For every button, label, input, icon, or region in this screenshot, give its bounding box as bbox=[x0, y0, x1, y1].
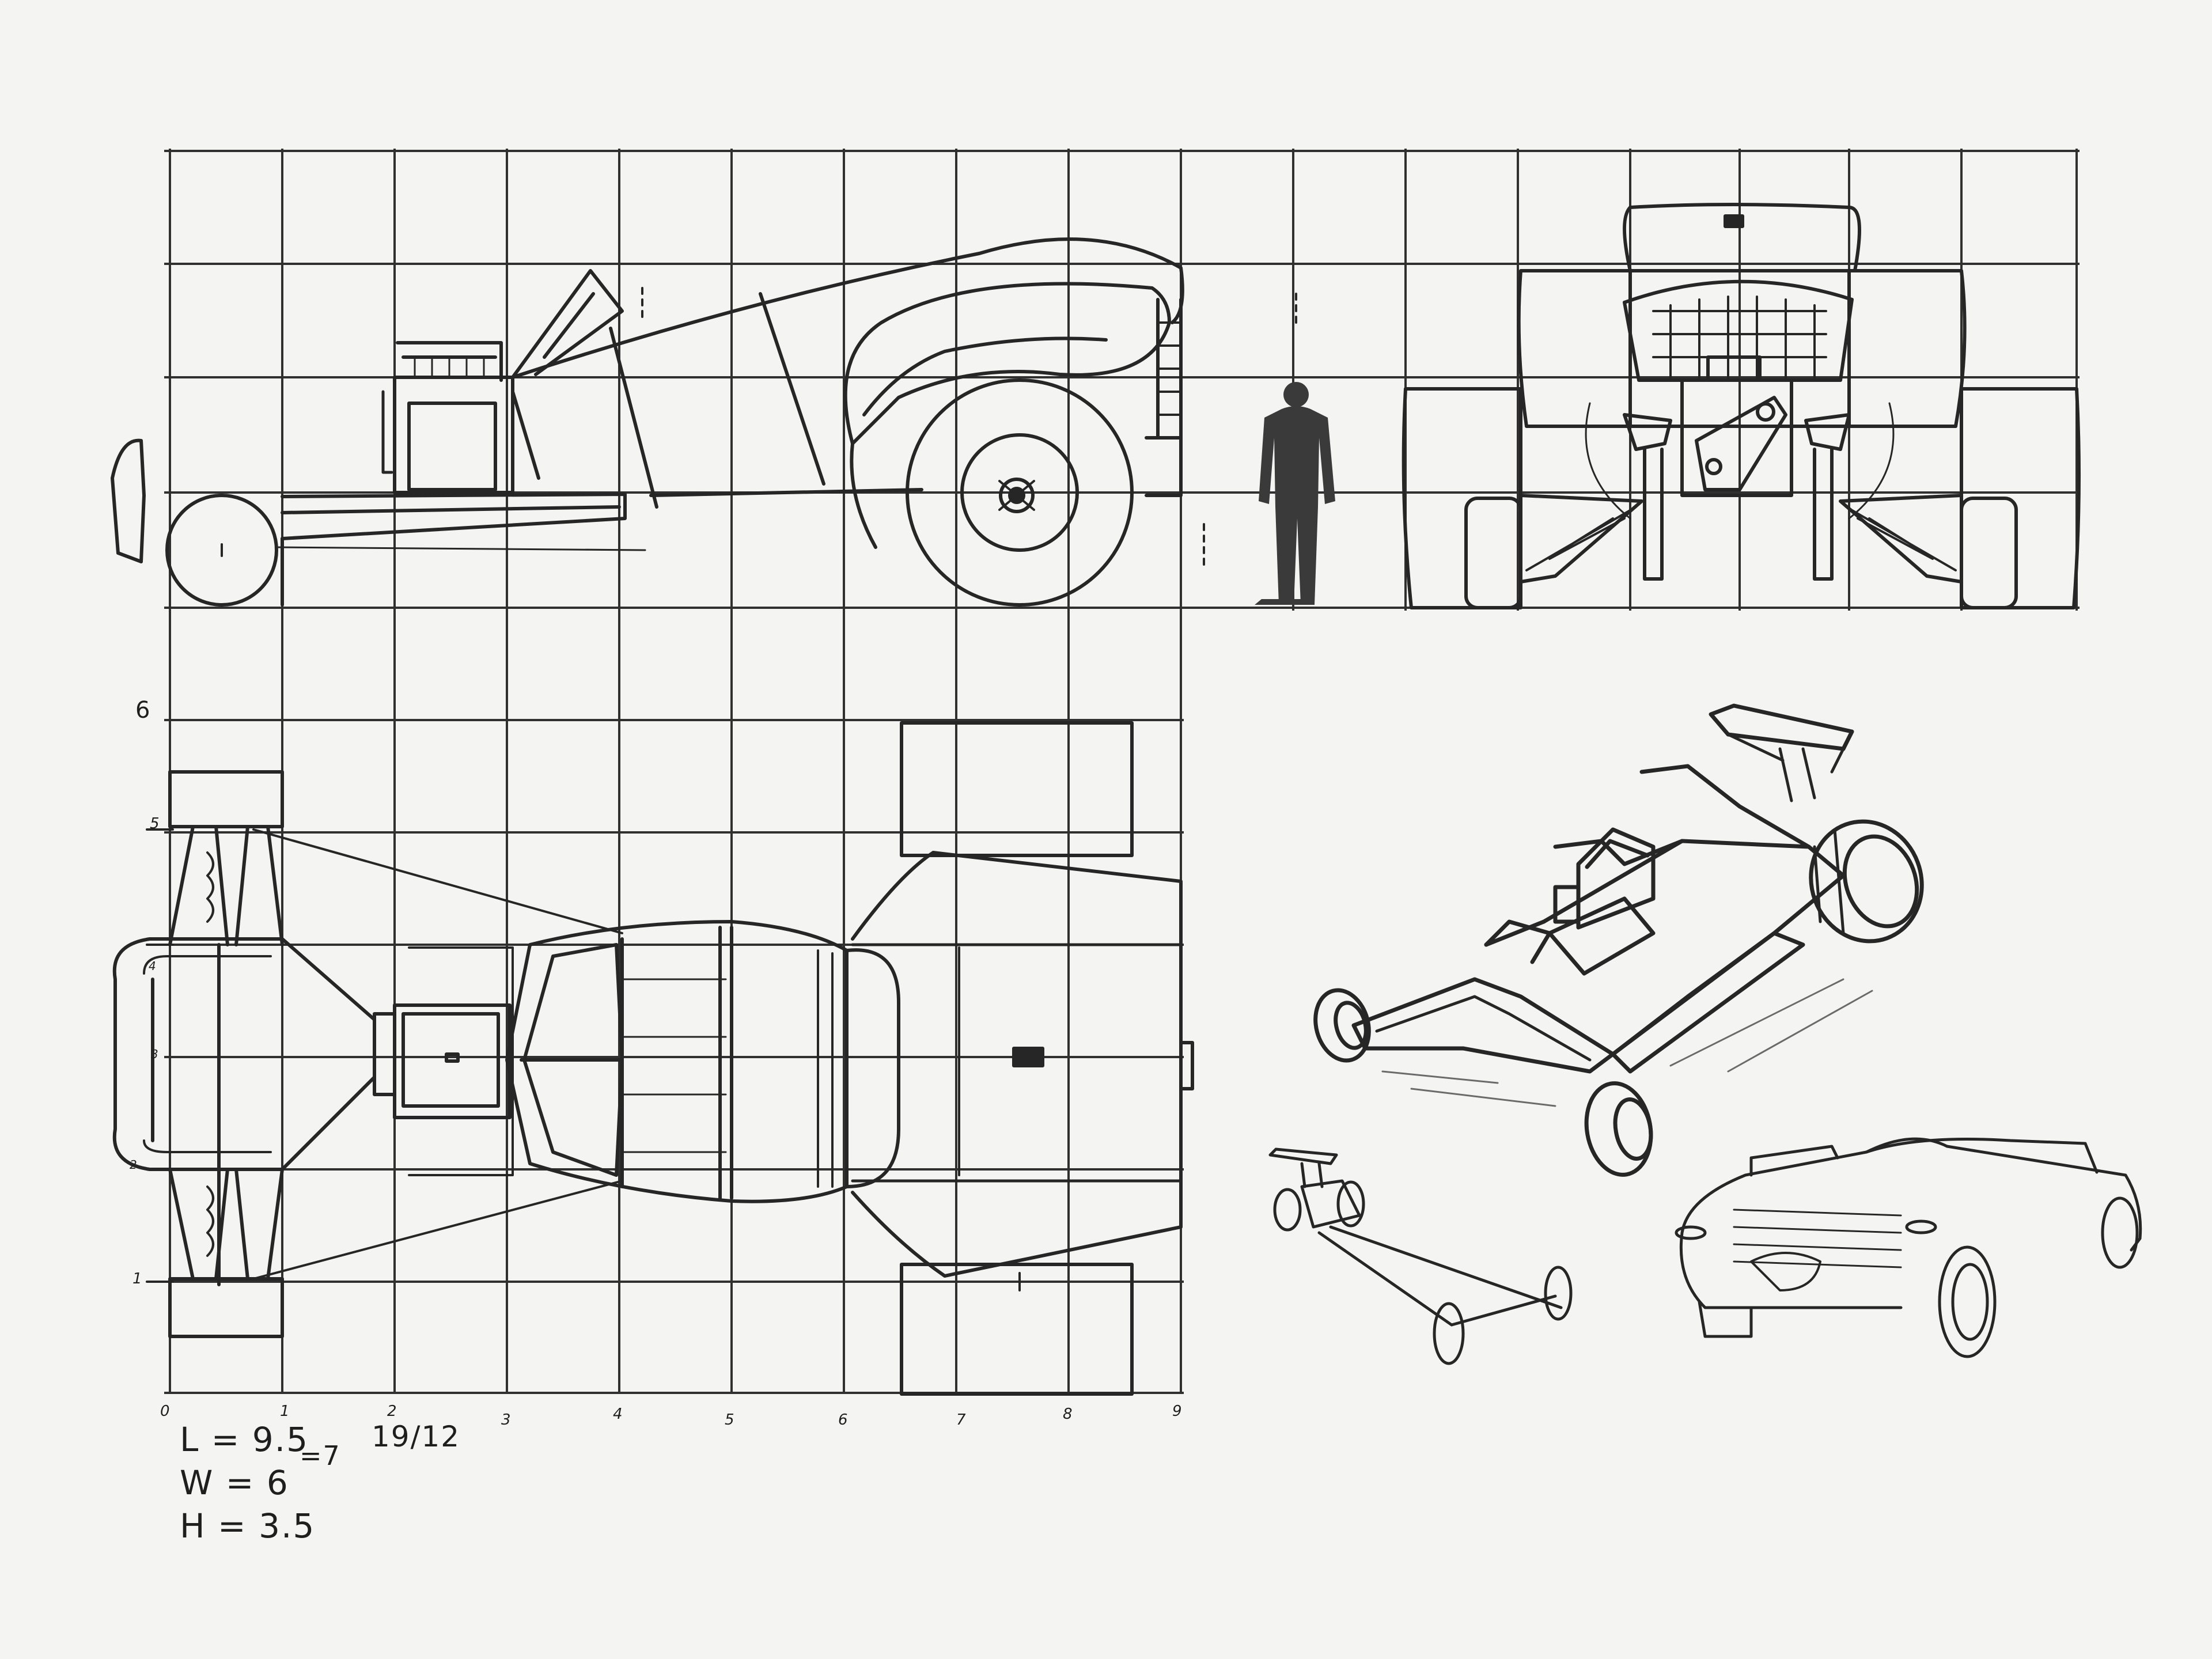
note-date: 19/12 bbox=[372, 1420, 461, 1453]
x-tick-9: 9 bbox=[1172, 1403, 1183, 1420]
y-axis-ticks bbox=[146, 828, 174, 1283]
note-length: L = 9.5 bbox=[180, 1420, 309, 1459]
y-tick-3: 3 bbox=[151, 1047, 160, 1061]
y-tick-2: 2 bbox=[130, 1158, 138, 1172]
x-tick-1: 1 bbox=[280, 1403, 291, 1420]
note-length-alt: =7 bbox=[300, 1440, 341, 1471]
side-view bbox=[111, 237, 1297, 607]
y-tick-4: 4 bbox=[149, 959, 157, 973]
y-tick-6: 6 bbox=[135, 697, 151, 724]
perspective-sketch bbox=[1313, 703, 1924, 1177]
x-tick-3: 3 bbox=[501, 1411, 512, 1429]
thumbnail-dragster bbox=[1268, 1147, 1573, 1365]
x-tick-4: 4 bbox=[613, 1406, 624, 1423]
rear-view bbox=[1402, 203, 2081, 609]
x-tick-0: 0 bbox=[160, 1403, 171, 1420]
thumbnail-classic-car bbox=[1675, 1137, 2142, 1358]
x-tick-8: 8 bbox=[1063, 1406, 1074, 1423]
drawing-grid bbox=[164, 149, 2080, 1394]
human-silhouette bbox=[1255, 382, 1335, 605]
x-tick-6: 6 bbox=[838, 1411, 849, 1429]
x-tick-5: 5 bbox=[725, 1411, 736, 1429]
x-tick-7: 7 bbox=[956, 1411, 967, 1429]
note-width: W = 6 bbox=[180, 1463, 289, 1502]
y-tick-1: 1 bbox=[132, 1270, 143, 1287]
x-tick-2: 2 bbox=[387, 1403, 398, 1420]
top-view bbox=[112, 721, 1194, 1396]
y-tick-5: 5 bbox=[150, 815, 161, 832]
note-height: H = 3.5 bbox=[180, 1506, 316, 1546]
